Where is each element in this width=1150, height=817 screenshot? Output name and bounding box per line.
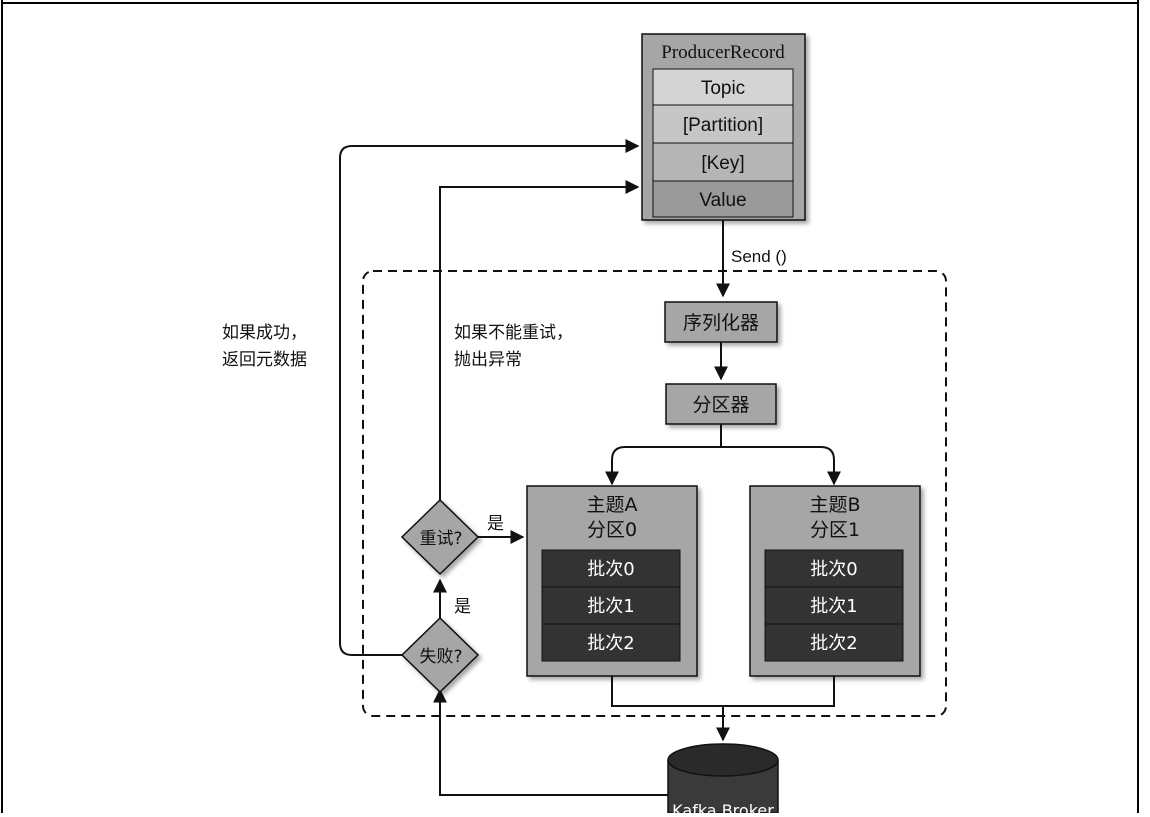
success-label-line-2: 返回元数据	[222, 350, 307, 370]
field-partition: [Partition]	[683, 115, 763, 136]
partition-a-topic: 主题A	[587, 494, 638, 516]
cannot-retry-arrow	[439, 180, 640, 500]
partition-b-batch-0: 批次0	[810, 559, 857, 580]
broker-response-arrow	[433, 688, 668, 796]
partition-a-batch-1: 批次1	[587, 596, 634, 617]
success-return-arrow	[339, 139, 640, 656]
field-key: [Key]	[701, 153, 744, 174]
partition-a-batch-0: 批次0	[587, 559, 634, 580]
merge-connector	[611, 676, 835, 707]
fail-yes-label: 是	[454, 597, 471, 617]
producer-record-title: ProducerRecord	[661, 42, 785, 63]
partition-b-batch-2: 批次2	[810, 633, 857, 654]
fail-decision: 失败?	[400, 616, 480, 694]
fail-decision-label: 失败?	[419, 647, 462, 667]
cannot-retry-label-line-1: 如果不能重试，	[454, 323, 573, 343]
partition-a-id: 分区0	[587, 519, 637, 541]
partition-b-batch-1: 批次1	[810, 596, 857, 617]
retry-yes-label: 是	[487, 514, 504, 534]
success-label-line-1: 如果成功，	[222, 323, 307, 343]
partitioner-label: 分区器	[692, 394, 749, 416]
partition-b-box: 主题B 分区1 批次0 批次1 批次2	[749, 485, 921, 677]
partition-a-box: 主题A 分区0 批次0 批次1 批次2	[526, 485, 698, 677]
field-topic: Topic	[701, 78, 745, 99]
field-value: Value	[699, 190, 746, 211]
producer-record-box: ProducerRecord Topic [Partition] [Key] V…	[641, 33, 806, 221]
broker-label: Kafka Broker	[672, 801, 774, 813]
send-label: Send ()	[731, 247, 787, 266]
partition-a-batch-2: 批次2	[587, 633, 634, 654]
branch-connector	[611, 446, 835, 478]
retry-decision: 重试?	[400, 498, 480, 576]
kafka-broker-cylinder: Kafka Broker	[667, 743, 779, 817]
partition-b-id: 分区1	[810, 519, 860, 541]
retry-decision-label: 重试?	[419, 529, 462, 549]
partitioner-box: 分区器	[665, 383, 777, 425]
serializer-label: 序列化器	[683, 312, 759, 334]
serializer-box: 序列化器	[664, 301, 778, 343]
cannot-retry-label-line-2: 抛出异常	[454, 350, 522, 370]
partition-b-topic: 主题B	[809, 494, 860, 516]
